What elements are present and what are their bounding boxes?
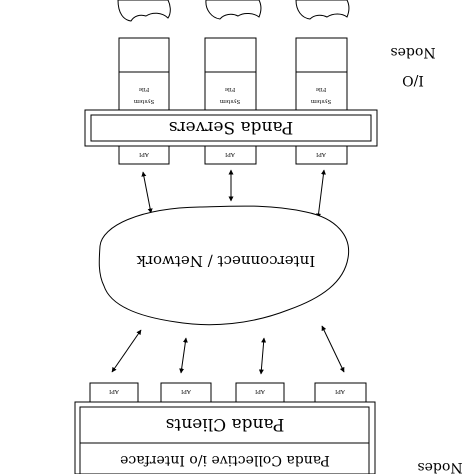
server-2-fs-line2: File xyxy=(225,86,236,92)
arrow-network-client-1 xyxy=(111,329,142,373)
server-api-tab-2: API xyxy=(204,145,257,165)
server-api-label-3: API xyxy=(316,151,327,157)
panda-servers-bar: Panda Servers xyxy=(84,109,378,147)
panda-clients-block: Panda Clients Panda Collective i/o Inter… xyxy=(74,401,376,474)
arrow-network-client-2 xyxy=(179,337,188,374)
network-label: Interconnect / Network xyxy=(136,252,315,270)
disk-icon-3 xyxy=(295,0,350,20)
client-api-tab-2: API xyxy=(160,382,212,403)
server-2-fs-line1: System xyxy=(219,98,240,104)
server-node-3: System File xyxy=(295,37,348,112)
disk-icon-2 xyxy=(205,0,262,20)
arrow-server-network-1 xyxy=(141,171,153,214)
server-node-1: System File xyxy=(118,37,170,112)
client-api-label-3: API xyxy=(255,388,266,394)
io-nodes-label-io: I/O xyxy=(402,72,424,88)
server-node-2: System File xyxy=(204,37,257,112)
panda-servers-label: Panda Servers xyxy=(169,117,294,137)
server-api-tab-3: API xyxy=(295,145,348,165)
arrow-server-network-3 xyxy=(316,169,326,219)
client-nodes-label: Nodes xyxy=(417,459,462,474)
client-api-label-4: API xyxy=(335,388,346,394)
client-api-tab-3: API xyxy=(235,382,285,403)
client-api-tab-4: API xyxy=(314,382,367,403)
collective-interface-label: Panda Collective i/o Interface xyxy=(120,452,330,468)
interconnect-network-blob: Interconnect / Network xyxy=(98,205,350,326)
panda-clients-label: Panda Clients xyxy=(166,414,285,434)
disk-icon-1 xyxy=(117,0,171,22)
server-api-label-1: API xyxy=(139,151,150,157)
arrow-network-client-3 xyxy=(258,337,267,375)
arrow-network-client-4 xyxy=(321,325,345,373)
server-1-fs-line2: File xyxy=(139,86,150,92)
server-api-label-2: API xyxy=(225,151,236,157)
io-nodes-label-nodes: Nodes xyxy=(390,44,435,60)
server-3-fs-line1: System xyxy=(310,98,331,104)
client-api-label-1: API xyxy=(109,388,120,394)
server-3-fs-line2: File xyxy=(316,86,327,92)
client-api-label-2: API xyxy=(181,388,192,394)
server-api-tab-1: API xyxy=(118,145,170,165)
client-api-tab-1: API xyxy=(89,382,139,403)
server-1-fs-line1: System xyxy=(133,98,154,104)
